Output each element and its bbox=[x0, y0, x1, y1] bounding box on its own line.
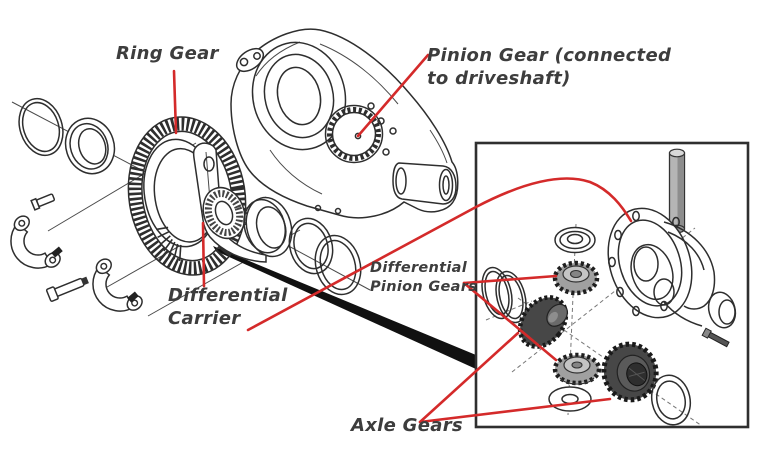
differential-carrier-label-line1: Differential bbox=[168, 285, 288, 306]
carrier-pin-bolt bbox=[701, 327, 730, 348]
axle-gear-left-drawing bbox=[517, 295, 569, 349]
axle-gears-pointer-right bbox=[418, 397, 612, 424]
differential-housing-drawing bbox=[230, 28, 459, 219]
gasket-ring-drawing bbox=[314, 234, 362, 296]
bearing-race-drawing bbox=[64, 117, 116, 175]
retainer-ring-drawing bbox=[650, 374, 692, 426]
ring-gear-label: Ring Gear bbox=[116, 43, 219, 64]
axle-gear-right-drawing bbox=[601, 341, 659, 403]
carrier-pointer-line bbox=[201, 221, 206, 288]
carrier-bearing-drawing bbox=[202, 186, 246, 240]
bearing-cap-drawing bbox=[10, 215, 61, 269]
pinion-gear-drawing bbox=[324, 104, 384, 164]
axle-gear-washer-drawing bbox=[548, 386, 592, 412]
differential-carrier-label: Differential Carrier bbox=[168, 284, 288, 330]
pinion-gear-label: Pinion Gear (connected to driveshaft) bbox=[427, 44, 671, 90]
cap-bolt-drawing bbox=[45, 276, 89, 302]
axle-gears-pointer-left bbox=[418, 331, 520, 424]
seal-ring-drawing bbox=[18, 97, 64, 157]
stud-tip bbox=[127, 291, 139, 303]
bearing-cap-drawing bbox=[92, 258, 143, 312]
inset-box bbox=[474, 141, 750, 429]
magnifier-wedge bbox=[213, 246, 476, 369]
side-gear-shim-rings bbox=[481, 266, 527, 324]
carrier-to-inset-line bbox=[246, 177, 633, 332]
pinion-gear-pointer-line bbox=[356, 53, 430, 138]
inner-bevel-teeth bbox=[156, 226, 182, 261]
differential-pinion-gear-drawing bbox=[552, 260, 600, 296]
differential-pinion-gears-label-line2: Pinion Gears bbox=[370, 279, 478, 295]
pinion-thrust-washer-drawing bbox=[554, 226, 596, 254]
pinion-gear-label-line2: to driveshaft) bbox=[427, 68, 571, 89]
ring-gear-pointer-line bbox=[172, 69, 178, 135]
bearing-cup-drawing bbox=[243, 196, 293, 258]
housing-side-lug bbox=[392, 162, 457, 205]
small-bolt-drawing bbox=[30, 193, 56, 211]
stud-tip bbox=[51, 246, 63, 258]
differential-pinion-gears-label: Differential Pinion Gears bbox=[370, 259, 477, 297]
differential-pinion-gear-drawing bbox=[552, 352, 602, 386]
pinion-gear-label-line1: Pinion Gear (connected bbox=[427, 45, 672, 66]
axle-gears-label: Axle Gears bbox=[351, 415, 463, 436]
red-annotation-lines bbox=[172, 53, 633, 424]
pinion-gears-pointer-upper bbox=[462, 274, 558, 285]
differential-pinion-gears-label-line1: Differential bbox=[370, 260, 468, 276]
differential-carrier-label-line2: Carrier bbox=[168, 308, 241, 329]
pinion-gears-pointer-lower bbox=[462, 281, 558, 362]
inset-carrier-drawing bbox=[607, 207, 737, 348]
housing-front-flange bbox=[251, 41, 347, 151]
